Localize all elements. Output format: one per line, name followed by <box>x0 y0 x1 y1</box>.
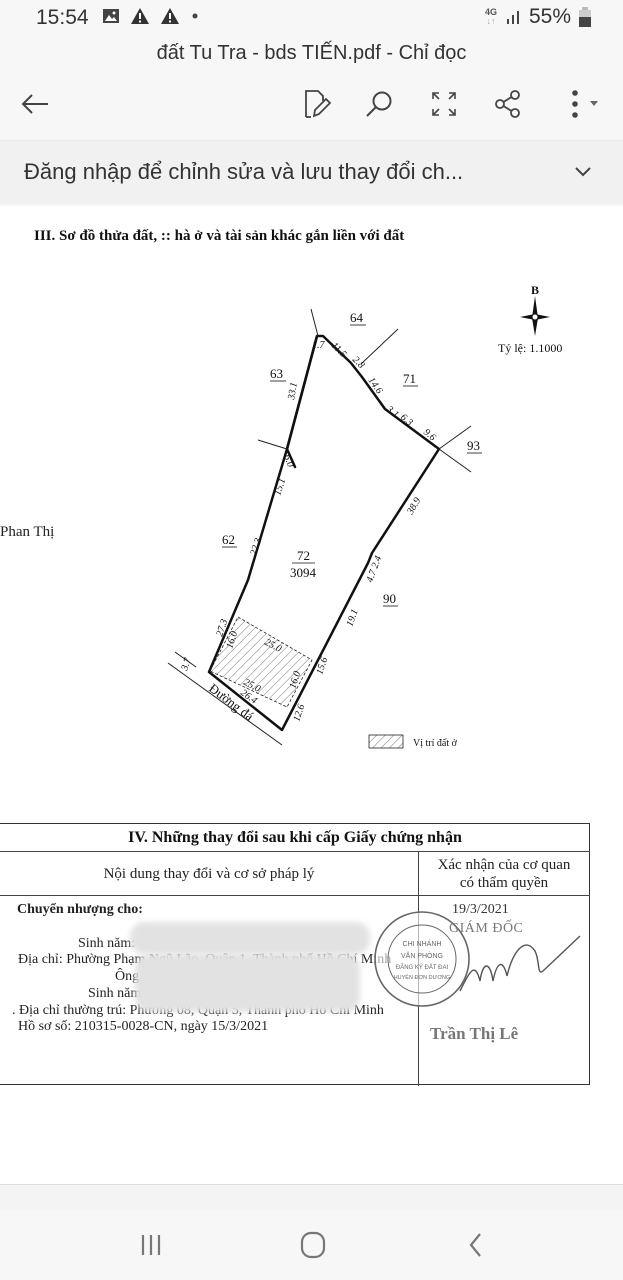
svg-text:16.0: 16.0 <box>224 630 240 650</box>
system-nav-bar <box>0 1210 623 1280</box>
toolbar <box>0 75 623 133</box>
svg-text:CHI NHÁNH: CHI NHÁNH <box>403 939 442 948</box>
svg-text:2.8: 2.8 <box>350 354 367 371</box>
svg-text:15.1: 15.1 <box>272 477 288 497</box>
svg-text:1.7: 1.7 <box>312 340 326 351</box>
svg-text:Vị trí đất ở: Vị trí đất ở <box>413 738 458 749</box>
svg-text:6.3: 6.3 <box>398 412 415 428</box>
page-separator <box>0 1184 623 1210</box>
compass-icon <box>520 296 550 336</box>
login-banner[interactable]: Đăng nhập để chỉnh sửa và lưu thay đổi c… <box>0 140 623 204</box>
confirmation-date: 19/3/2021 <box>452 902 509 917</box>
signature <box>459 935 581 992</box>
svg-text:22.3: 22.3 <box>248 537 264 557</box>
notification-icons <box>102 7 200 25</box>
svg-text:19.1: 19.1 <box>344 608 360 628</box>
image-icon <box>103 9 119 23</box>
transfer-heading: Chuyển nhượng cho: <box>17 902 143 917</box>
svg-text:64: 64 <box>350 310 364 325</box>
fullscreen-button[interactable] <box>427 87 461 121</box>
svg-text:72: 72 <box>297 548 310 563</box>
svg-text:12.6: 12.6 <box>291 703 307 723</box>
search-icon <box>366 91 392 117</box>
svg-text:71: 71 <box>403 371 416 386</box>
edit-pdf-icon <box>305 90 331 118</box>
network-indicator: 4G ↓↑ <box>484 7 497 26</box>
back-button[interactable] <box>18 87 52 121</box>
svg-text:HUYỆN ĐƠN DƯƠNG: HUYỆN ĐƠN DƯƠNG <box>394 973 451 981</box>
dot-icon <box>192 13 198 19</box>
signal-icon <box>506 11 519 24</box>
svg-text:93: 93 <box>467 438 480 453</box>
status-time: 15:54 <box>36 6 89 29</box>
col-header-confirmation: Xác nhận của cơ quan có thẩm quyền <box>418 852 590 896</box>
pdf-page[interactable]: III. Sơ đồ thửa đất, :: hà ở và tài sản … <box>0 206 623 1184</box>
document-title: đất Tu Tra - bds TIẾN.pdf - Chỉ đọc <box>156 42 467 64</box>
expand-banner-button[interactable] <box>573 161 593 186</box>
warning-icon <box>161 8 179 24</box>
warning-icon <box>131 8 149 24</box>
redaction <box>130 922 370 954</box>
svg-text:B: B <box>531 283 539 297</box>
home-icon <box>300 1231 326 1259</box>
nav-back-button[interactable] <box>456 1228 496 1262</box>
svg-text:ĐĂNG KÝ ĐẤT ĐAI: ĐĂNG KÝ ĐẤT ĐAI <box>396 964 449 971</box>
edit-pdf-button[interactable] <box>300 87 334 121</box>
battery-percent: 55% <box>528 5 571 28</box>
svg-text:33.1: 33.1 <box>286 381 300 401</box>
official-stamp: CHI NHÁNH VĂN PHÒNG ĐĂNG KÝ ĐẤT ĐAI HUYỆ… <box>374 911 470 1007</box>
share-icon <box>495 90 520 118</box>
svg-text:14.6: 14.6 <box>366 375 385 396</box>
fullscreen-icon <box>432 92 456 116</box>
svg-text:15.6: 15.6 <box>314 656 330 676</box>
section3-title: III. Sơ đồ thửa đất, :: hà ở và tài sản … <box>34 228 405 244</box>
land-parcel-diagram: 64 63 71 93 62 90 72 3094 1.7 11.5 2.8 1… <box>167 283 562 749</box>
back-icon <box>469 1233 481 1257</box>
content-line: Hồ sơ số: 210315-0028-CN, ngày 15/3/2021 <box>18 1019 269 1034</box>
signer-role: GIÁM ĐỐC <box>449 921 524 936</box>
back-arrow-icon <box>21 94 48 114</box>
cut-off-text: Phan Thị <box>0 524 55 540</box>
status-bar: 15:54 4G ↓↑ 55% <box>0 0 623 36</box>
changes-table: IV. Những thay đổi sau khi cấp Giấy chứn… <box>0 823 590 1086</box>
redaction <box>135 954 360 1012</box>
battery-icon <box>579 7 591 27</box>
svg-text:3094: 3094 <box>290 565 317 580</box>
svg-text:VĂN PHÒNG: VĂN PHÒNG <box>401 951 443 960</box>
svg-text:90: 90 <box>383 591 396 606</box>
svg-text:3.7: 3.7 <box>179 656 194 673</box>
signer-name: Trần Thị Lê <box>430 1024 519 1043</box>
more-options-icon <box>572 90 598 118</box>
svg-text:9.6: 9.6 <box>421 427 438 443</box>
section4-title: IV. Những thay đổi sau khi cấp Giấy chứn… <box>0 824 590 852</box>
login-banner-text: Đăng nhập để chỉnh sửa và lưu thay đổi c… <box>24 159 464 184</box>
col-header-changes: Nội dung thay đổi và cơ sở pháp lý <box>0 852 418 896</box>
home-button[interactable] <box>293 1228 333 1262</box>
chevron-down-icon <box>575 167 591 177</box>
status-right: 4G ↓↑ 55% <box>485 5 591 29</box>
recent-apps-button[interactable] <box>131 1228 171 1262</box>
svg-text:4.7 2.4: 4.7 2.4 <box>364 554 384 584</box>
svg-text:62: 62 <box>222 532 235 547</box>
more-options-button[interactable] <box>560 87 604 121</box>
svg-text:27.3: 27.3 <box>214 618 230 638</box>
svg-text:6.0: 6.0 <box>281 453 296 469</box>
svg-text:Tỷ lệ: 1.1000: Tỷ lệ: 1.1000 <box>498 341 562 355</box>
recent-apps-icon <box>141 1235 161 1255</box>
search-button[interactable] <box>362 87 396 121</box>
share-button[interactable] <box>491 87 525 121</box>
svg-text:63: 63 <box>270 366 283 381</box>
svg-text:16.0: 16.0 <box>287 670 303 690</box>
